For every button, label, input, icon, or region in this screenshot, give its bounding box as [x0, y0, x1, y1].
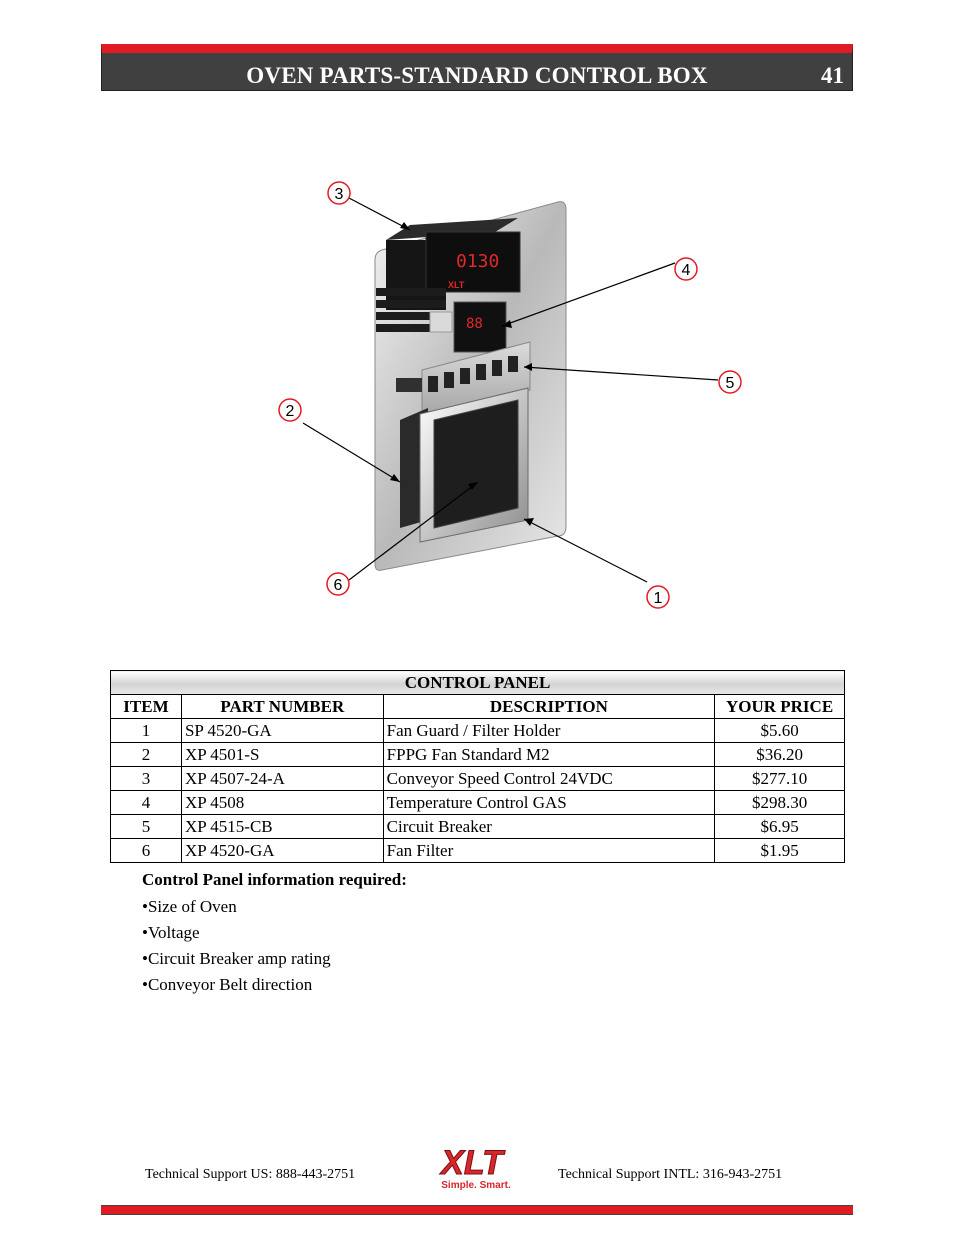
row-description: Fan Filter — [382, 838, 716, 863]
speed-control-logo: XLT — [448, 280, 465, 290]
col-header-description: DESCRIPTION — [382, 694, 716, 719]
breaker-connector — [396, 378, 422, 392]
row-part-number: XP 4507-24-A — [180, 766, 384, 791]
callout-3: 3 — [327, 181, 351, 205]
page-title: OVEN PARTS-STANDARD CONTROL BOX — [246, 63, 708, 88]
callout-2-label: 2 — [286, 403, 295, 420]
col-header-item: ITEM — [110, 694, 182, 719]
callout-1: 1 — [646, 585, 670, 609]
support-us: Technical Support US: 888-443-2751 — [145, 1167, 356, 1182]
callout-4: 4 — [674, 257, 698, 281]
temperature-readout: 88 — [466, 316, 483, 332]
support-intl: Technical Support INTL: 316-943-2751 — [558, 1167, 783, 1182]
table-header-row: ITEM PART NUMBER DESCRIPTION YOUR PRICE — [110, 694, 845, 719]
row-item: 3 — [110, 766, 182, 791]
row-part-number: XP 4520-GA — [180, 838, 384, 863]
row-price: $6.95 — [714, 814, 845, 839]
row-description: Fan Guard / Filter Holder — [382, 718, 716, 743]
callout-1-label: 1 — [654, 590, 663, 607]
info-bullet: •Circuit Breaker amp rating — [142, 949, 331, 968]
heat-sink — [376, 288, 446, 332]
row-part-number: XP 4501-S — [180, 742, 384, 767]
callout-4-label: 4 — [682, 262, 691, 279]
info-bullet: •Size of Oven — [142, 897, 237, 916]
info-bullet: •Voltage — [142, 923, 200, 942]
row-price: $298.30 — [714, 790, 845, 815]
table-row: 2 XP 4501-S FPPG Fan Standard M2 $36.20 — [110, 742, 845, 767]
logo-text: XLT — [439, 1144, 506, 1182]
logo-tagline: Simple. Smart. — [441, 1180, 511, 1191]
control-box-figure: 0130 XLT 88 — [110, 170, 852, 615]
info-section: Control Panel information required: •Siz… — [142, 870, 407, 998]
row-price: $5.60 — [714, 718, 845, 743]
row-item: 2 — [110, 742, 182, 767]
row-item: 1 — [110, 718, 182, 743]
leader-arrowheads — [390, 222, 534, 526]
row-description: Temperature Control GAS — [382, 790, 716, 815]
row-part-number: XP 4515-CB — [180, 814, 384, 839]
table-row: 4 XP 4508 Temperature Control GAS $298.3… — [110, 790, 845, 815]
callout-5: 5 — [718, 370, 742, 394]
table-row: 5 XP 4515-CB Circuit Breaker $6.95 — [110, 814, 845, 839]
speed-control-top — [386, 218, 518, 240]
row-item: 5 — [110, 814, 182, 839]
page-number: 41 — [821, 63, 844, 88]
row-part-number: SP 4520-GA — [180, 718, 384, 743]
footer-bar — [101, 1205, 853, 1215]
row-description: Circuit Breaker — [382, 814, 716, 839]
row-price: $277.10 — [714, 766, 845, 791]
callout-2: 2 — [278, 398, 302, 422]
row-part-number: XP 4508 — [180, 790, 384, 815]
table-title: CONTROL PANEL — [110, 670, 845, 695]
page-header: OVEN PARTS-STANDARD CONTROL BOX 41 — [101, 44, 853, 91]
callout-5-label: 5 — [726, 375, 735, 392]
fan-filter — [433, 399, 519, 529]
table-row: 3 XP 4507-24-A Conveyor Speed Control 24… — [110, 766, 845, 791]
row-description: Conveyor Speed Control 24VDC — [382, 766, 716, 791]
temperature-mount — [429, 311, 453, 333]
speed-display-readout: 0130 — [456, 251, 499, 272]
parts-table: CONTROL PANEL ITEM PART NUMBER DESCRIPTI… — [110, 670, 845, 863]
callout-6-label: 6 — [334, 577, 343, 594]
info-bullet: •Conveyor Belt direction — [142, 975, 313, 994]
speed-control-face — [425, 231, 521, 293]
info-heading: Control Panel information required: — [142, 870, 407, 889]
table-title-row: CONTROL PANEL — [110, 670, 845, 695]
col-header-part-number: PART NUMBER — [180, 694, 384, 719]
row-description: FPPG Fan Standard M2 — [382, 742, 716, 767]
temperature-control — [453, 301, 507, 353]
table-row: 6 XP 4520-GA Fan Filter $1.95 — [110, 838, 845, 863]
row-item: 4 — [110, 790, 182, 815]
callout-3-label: 3 — [335, 186, 344, 203]
row-item: 6 — [110, 838, 182, 863]
table-row: 1 SP 4520-GA Fan Guard / Filter Holder $… — [110, 718, 845, 743]
leader-lines — [302, 197, 719, 583]
xlt-logo: XLT Simple. Smart. — [439, 1144, 511, 1192]
callout-6: 6 — [326, 572, 350, 596]
row-price: $1.95 — [714, 838, 845, 863]
switch-buttons — [428, 356, 518, 392]
row-price: $36.20 — [714, 742, 845, 767]
col-header-price: YOUR PRICE — [714, 694, 845, 719]
